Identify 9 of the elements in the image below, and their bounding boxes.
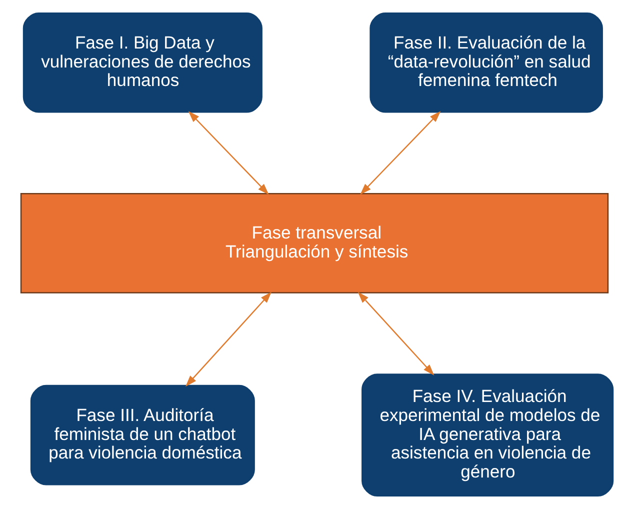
node-box: Fase transversal Triangulación y síntesis	[20, 193, 608, 294]
arrow	[357, 292, 434, 376]
node-box: Fase I. Big Data y vulneraciones de derechos humanos	[22, 12, 262, 113]
arrow	[188, 111, 268, 195]
arrow	[184, 292, 272, 387]
node-box: Fase III. Auditoría feminista de un chatbot para violencia doméstica	[30, 384, 254, 486]
arrow	[360, 111, 440, 195]
node-box: Fase IV. Evaluación experimental de modelos de IA generativa para asistencia en violencia de género	[361, 374, 614, 497]
node-box: Fase II. Evaluación de la “data-revolución” en salud femenina femtech	[369, 12, 602, 113]
